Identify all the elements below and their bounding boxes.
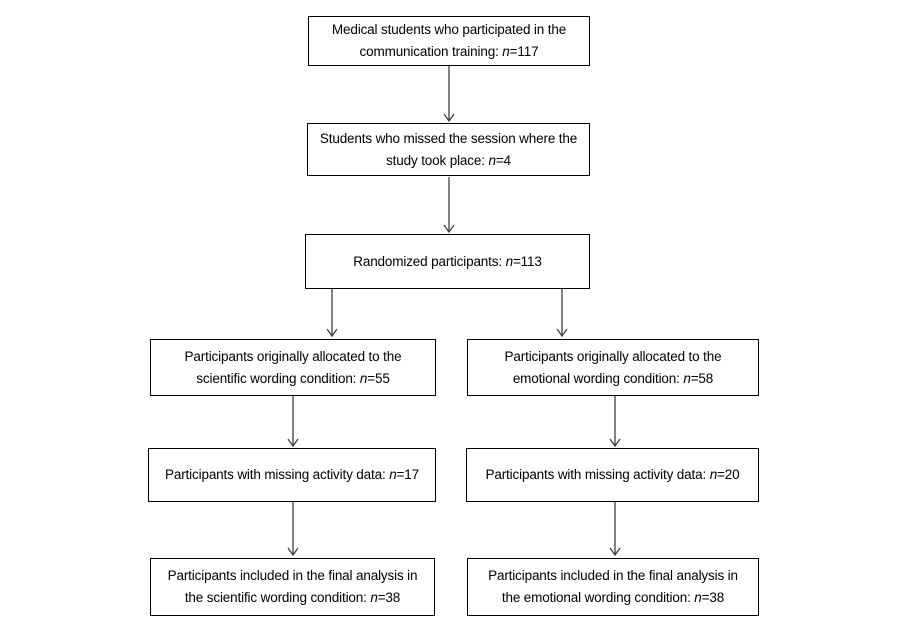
n-symbol: n xyxy=(389,467,397,482)
down-arrowhead-icon xyxy=(326,328,338,338)
box-participated: Medical students who participated in the… xyxy=(308,16,590,66)
box-text-line: Participants included in the final analy… xyxy=(167,568,418,583)
down-arrowhead-icon xyxy=(609,438,621,448)
n-symbol: n xyxy=(683,370,691,386)
n-value: =55 xyxy=(367,370,390,386)
n-symbol: n xyxy=(370,590,378,605)
connector-arrow-randomized-to-emotional xyxy=(556,289,568,338)
box-text-line: Participants with missing activity data:… xyxy=(165,467,420,482)
box-missing-scientific: Participants with missing activity data:… xyxy=(148,448,436,502)
box-allocated-emotional: Participants originally allocated to the… xyxy=(467,339,759,396)
box-text-line: Participants originally allocated to the xyxy=(504,348,722,364)
connector-arrow-randomized-to-scientific xyxy=(326,289,338,338)
box-text-line: Medical students who participated in the xyxy=(331,22,567,37)
box-text-line: the emotional wording condition: n=38 xyxy=(501,590,725,605)
connector-arrow-missing-emotional-to-final xyxy=(609,502,621,557)
box-missed-session: Students who missed the session where th… xyxy=(307,123,590,176)
down-arrowhead-icon xyxy=(287,547,299,557)
box-missing-emotional: Participants with missing activity data:… xyxy=(466,448,759,502)
box-allocated-scientific: Participants originally allocated to the… xyxy=(150,339,436,396)
down-arrowhead-icon xyxy=(556,328,568,338)
box-text-line: the scientific wording condition: n=38 xyxy=(184,590,401,605)
down-arrowhead-icon xyxy=(287,438,299,448)
connector-arrow-missing-scientific-to-final xyxy=(287,502,299,557)
box-text-line: Randomized participants: n=113 xyxy=(353,253,542,269)
n-symbol: n xyxy=(709,467,718,482)
down-arrowhead-icon xyxy=(443,224,455,234)
n-value: =113 xyxy=(512,253,542,269)
n-symbol: n xyxy=(502,44,510,59)
box-randomized: Randomized participants: n=113 xyxy=(305,234,590,289)
box-text-line: Students who missed the session where th… xyxy=(319,130,578,146)
box-final-emotional: Participants included in the final analy… xyxy=(467,558,759,616)
n-value: =17 xyxy=(396,467,420,482)
n-value: =4 xyxy=(495,152,511,168)
n-value: =58 xyxy=(690,370,714,386)
n-value: =20 xyxy=(717,467,740,482)
n-symbol: n xyxy=(359,370,368,386)
box-final-scientific: Participants included in the final analy… xyxy=(150,558,435,616)
down-arrowhead-icon xyxy=(609,547,621,557)
box-text-line: study took place: n=4 xyxy=(386,152,511,168)
connector-arrow-missed-to-randomized xyxy=(443,177,455,234)
n-symbol: n xyxy=(694,590,702,605)
box-text-line: Participants originally allocated to the xyxy=(184,348,402,364)
n-symbol: n xyxy=(505,253,514,269)
box-text-line: Participants with missing activity data:… xyxy=(485,467,740,482)
n-value: =117 xyxy=(509,44,539,59)
box-text-line: Participants included in the final analy… xyxy=(488,568,738,583)
connector-arrow-participated-to-missed xyxy=(443,66,455,123)
box-text-line: emotional wording condition: n=58 xyxy=(512,370,714,386)
down-arrowhead-icon xyxy=(443,113,455,123)
n-value: =38 xyxy=(377,590,401,605)
connector-arrow-allocated-emotional-to-missing xyxy=(609,396,621,448)
box-text-line: scientific wording condition: n=55 xyxy=(196,370,390,386)
n-symbol: n xyxy=(488,152,496,168)
n-value: =38 xyxy=(701,590,725,605)
connector-arrow-allocated-scientific-to-missing xyxy=(287,396,299,448)
box-text-line: communication training: n=117 xyxy=(359,44,539,59)
